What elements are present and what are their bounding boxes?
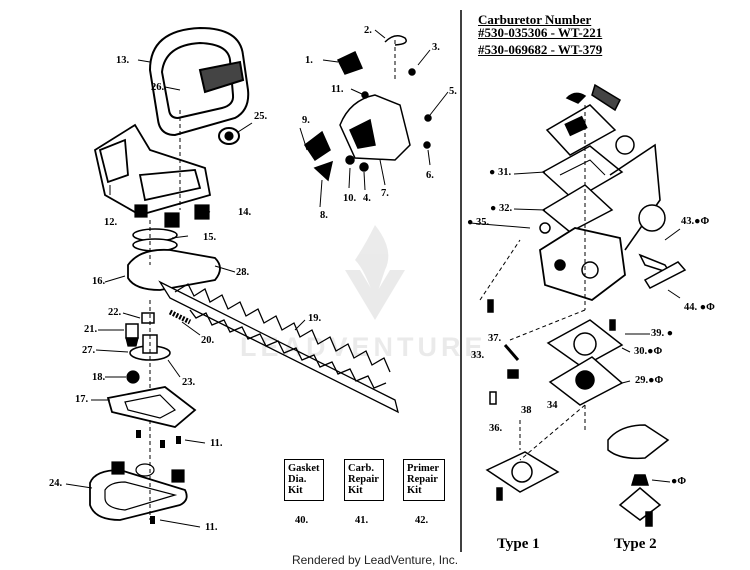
kit-label-line: Dia. — [288, 474, 307, 485]
base-part — [93, 123, 212, 216]
callout-10[interactable]: 10. — [343, 193, 357, 204]
callout-3[interactable]: 3. — [432, 42, 440, 53]
handle-part — [148, 26, 250, 137]
callout-32[interactable]: ● 32. — [490, 203, 513, 214]
watermark-text: LEADVENTURE — [240, 332, 487, 362]
kit-number-41: 41. — [355, 515, 369, 526]
kit-label-line: Primer — [407, 463, 440, 474]
carburetor-number-heading: Carburetor Number — [478, 12, 592, 27]
callout-36[interactable]: 36. — [489, 423, 503, 434]
callout-unnumbered-phi[interactable]: ●Φ — [671, 476, 687, 487]
callout-15[interactable]: 15. — [203, 232, 217, 243]
kit-label-line: Repair — [407, 474, 438, 485]
callout-13[interactable]: 13. — [116, 55, 130, 66]
leader-arrows — [65, 29, 681, 528]
callout-16[interactable]: 16. — [92, 276, 106, 287]
callout-24[interactable]: 24. — [49, 478, 63, 489]
callout-8[interactable]: 8. — [320, 210, 328, 221]
callout-4[interactable]: 4. — [363, 193, 371, 204]
callout-11-top[interactable]: 11. — [331, 84, 344, 95]
callout-39[interactable]: 39. ● — [651, 328, 674, 339]
callout-19[interactable]: 19. — [308, 313, 322, 324]
knob-part — [218, 127, 240, 145]
primer-repair-kit-box[interactable]: Primer Repair Kit — [403, 459, 445, 501]
gasket-dia-kit-box[interactable]: Gasket Dia. Kit — [284, 459, 324, 501]
footer-credit: Rendered by LeadVenture, Inc. — [291, 553, 459, 567]
callout-11-middle[interactable]: 11. — [210, 438, 223, 449]
type-2-label: Type 2 — [614, 536, 657, 552]
kit-label-line: Kit — [407, 485, 422, 496]
kit-label-line: Gasket — [288, 463, 320, 474]
carburetor-assembly — [485, 83, 687, 527]
callout-28[interactable]: 28. — [236, 267, 250, 278]
carburetor-number-2: #530-069682 - WT-379 — [478, 42, 603, 57]
kit-number-40: 40. — [295, 515, 309, 526]
watermark-logo — [345, 225, 405, 320]
callout-44[interactable]: 44. ●Φ — [684, 302, 715, 313]
callout-12[interactable]: 12. — [104, 217, 118, 228]
callout-7[interactable]: 7. — [381, 188, 389, 199]
callout-11-bottom[interactable]: 11. — [205, 522, 218, 533]
callout-35[interactable]: ● 35. — [467, 217, 490, 228]
callout-22[interactable]: 22. — [108, 307, 122, 318]
callout-37[interactable]: 37. — [488, 333, 502, 344]
callout-17[interactable]: 17. — [75, 394, 89, 405]
callout-14[interactable]: 14. — [238, 207, 252, 218]
callout-9[interactable]: 9. — [302, 115, 310, 126]
callout-20[interactable]: 20. — [201, 335, 215, 346]
callout-18[interactable]: 18. — [92, 372, 106, 383]
callout-1[interactable]: 1. — [305, 55, 313, 66]
callout-27[interactable]: 27. — [82, 345, 96, 356]
kit-label-line: Kit — [348, 485, 363, 496]
callout-23[interactable]: 23. — [182, 377, 196, 388]
kit-label-line: Repair — [348, 474, 379, 485]
callout-30[interactable]: 30.●Φ — [634, 346, 663, 357]
callout-31[interactable]: ● 31. — [489, 167, 512, 178]
switch-assembly — [303, 35, 432, 182]
blade-part — [158, 280, 399, 414]
exploded-view-lines — [149, 40, 586, 520]
carburetor-number-1: #530-035306 - WT-221 — [478, 25, 603, 40]
callout-26[interactable]: 26. — [151, 82, 165, 93]
callout-2[interactable]: 2. — [364, 25, 372, 36]
callout-33[interactable]: 33. — [471, 350, 485, 361]
callout-43[interactable]: 43.●Φ — [681, 216, 710, 227]
callout-5[interactable]: 5. — [449, 86, 457, 97]
kit-number-42: 42. — [415, 515, 429, 526]
callout-29[interactable]: 29.●Φ — [635, 375, 664, 386]
callout-21[interactable]: 21. — [84, 324, 98, 335]
callout-25[interactable]: 25. — [254, 111, 268, 122]
carb-repair-kit-box[interactable]: Carb. Repair Kit — [344, 459, 384, 501]
kit-label-line: Carb. — [348, 463, 374, 474]
type-1-label: Type 1 — [497, 536, 540, 552]
kit-label-line: Kit — [288, 485, 303, 496]
callout-38[interactable]: 38 — [521, 405, 532, 416]
callout-6[interactable]: 6. — [426, 170, 434, 181]
callout-34[interactable]: 34 — [547, 400, 558, 411]
